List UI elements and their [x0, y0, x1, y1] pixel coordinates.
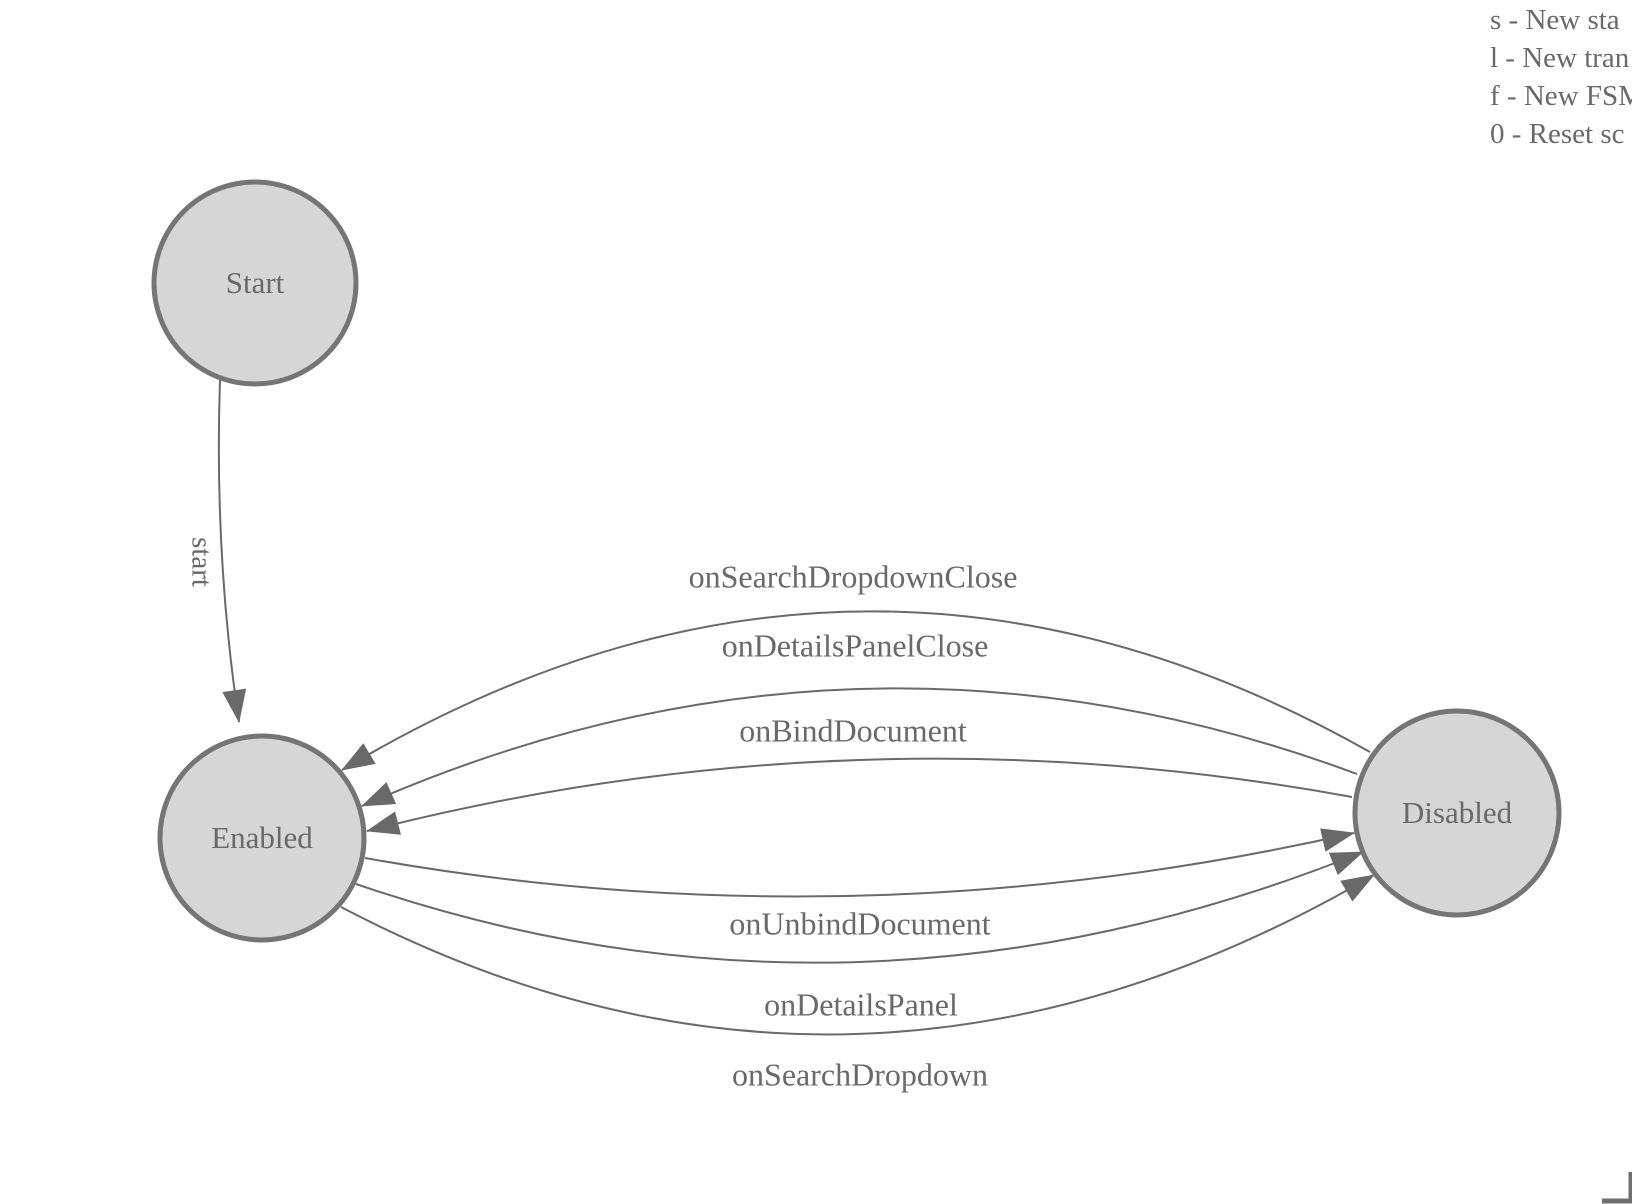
state-node-enabled[interactable]	[157, 733, 367, 943]
transition-label-on-details-panel-close: onDetailsPanelClose	[721, 627, 989, 664]
transition-label-on-search-dropdown: onSearchDropdown	[732, 1056, 988, 1093]
transition-edge-start[interactable]	[217, 378, 247, 723]
state-node-start[interactable]	[151, 179, 359, 387]
transition-edge-on-search-dropdown[interactable]	[340, 874, 1375, 1036]
transition-edge-on-unbind-document[interactable]	[364, 828, 1355, 898]
canvas-corner-mark	[1602, 1172, 1632, 1204]
transition-label-on-search-dropdown-close: onSearchDropdownClose	[688, 558, 1018, 595]
legend-line-new-state: s - New sta	[1490, 4, 1620, 36]
transition-label-on-bind-document: onBindDocument	[739, 712, 967, 749]
transition-edge-on-bind-document[interactable]	[366, 757, 1353, 835]
transition-label-start: start	[185, 537, 218, 587]
transition-label-on-details-panel: onDetailsPanel	[764, 986, 958, 1023]
transition-edge-on-details-panel-close[interactable]	[361, 687, 1358, 807]
state-node-disabled[interactable]	[1352, 708, 1562, 918]
legend-line-new-transition: l - New tran	[1490, 42, 1630, 74]
legend-line-reset: 0 - Reset sc	[1490, 118, 1625, 150]
legend-line-new-fsm: f - New FSM	[1490, 80, 1632, 112]
transition-label-on-unbind-document: onUnbindDocument	[729, 905, 991, 942]
transition-edge-on-details-panel[interactable]	[355, 851, 1364, 964]
shortcut-legend: s - New sta l - New tran f - New FSM 0 -…	[1490, 1, 1632, 153]
transition-edge-on-search-dropdown-close[interactable]	[341, 610, 1371, 771]
